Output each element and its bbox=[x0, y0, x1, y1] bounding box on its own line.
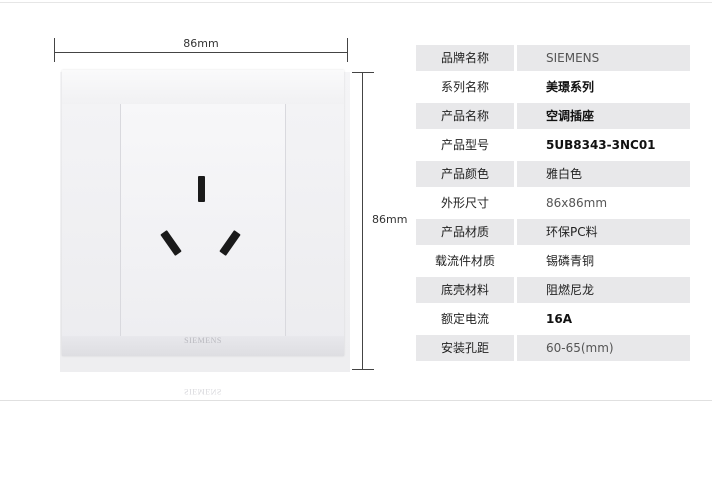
spec-row-base-material: 底壳材料 阻燃尼龙 bbox=[416, 277, 690, 306]
spec-row-rated-current: 额定电流 16A bbox=[416, 306, 690, 335]
spec-label: 安装孔距 bbox=[416, 335, 514, 361]
height-dimension-label: 86mm bbox=[372, 213, 408, 226]
width-dimension-tick-right bbox=[347, 38, 348, 62]
top-divider bbox=[0, 2, 712, 3]
height-dimension-line bbox=[362, 73, 363, 369]
width-dimension-line bbox=[55, 52, 347, 53]
spec-row-hole-spacing: 安装孔距 60-65(mm) bbox=[416, 335, 690, 364]
spec-label: 载流件材质 bbox=[434, 254, 495, 268]
spec-table: 品牌名称 SIEMENS 系列名称 美璟系列 产品名称 空调插座 产品型号 5U… bbox=[416, 45, 690, 364]
spec-label: 底壳材料 bbox=[416, 277, 514, 303]
spec-value: 阻燃尼龙 bbox=[517, 277, 690, 303]
spec-label: 外形尺寸 bbox=[440, 196, 489, 210]
socket-brand-reflection: SIEMENS bbox=[184, 387, 222, 396]
spec-label: 产品名称 bbox=[416, 103, 514, 129]
earth-pin-slot bbox=[198, 176, 205, 202]
spec-row-material: 产品材质 环保PC料 bbox=[416, 219, 690, 248]
spec-row-conductor: 载流件材质 锡磷青铜 bbox=[416, 248, 690, 277]
socket-bottom-strip bbox=[62, 336, 344, 356]
spec-value: 86x86mm bbox=[546, 196, 608, 210]
spec-value: 雅白色 bbox=[517, 161, 690, 187]
bottom-divider bbox=[0, 400, 712, 401]
spec-row-brand: 品牌名称 SIEMENS bbox=[416, 45, 690, 74]
spec-label: 品牌名称 bbox=[416, 45, 514, 71]
spec-label: 产品材质 bbox=[416, 219, 514, 245]
spec-label: 系列名称 bbox=[440, 80, 489, 94]
socket-brand-mark: SIEMENS bbox=[184, 336, 222, 345]
spec-value: 60-65(mm) bbox=[517, 335, 690, 361]
width-dimension-label: 86mm bbox=[183, 37, 219, 50]
spec-value: 16A bbox=[546, 312, 572, 326]
spec-label: 额定电流 bbox=[440, 312, 489, 326]
spec-row-model: 产品型号 5UB8343-3NC01 bbox=[416, 132, 690, 161]
socket-top-strip bbox=[62, 70, 344, 104]
spec-value: 锡磷青铜 bbox=[546, 254, 595, 268]
spec-row-color: 产品颜色 雅白色 bbox=[416, 161, 690, 190]
spec-row-product-name: 产品名称 空调插座 bbox=[416, 103, 690, 132]
height-dimension-tick-bottom bbox=[352, 369, 374, 370]
width-dimension-tick-left bbox=[54, 38, 55, 62]
spec-row-series: 系列名称 美璟系列 bbox=[416, 74, 690, 103]
spec-label: 产品型号 bbox=[440, 138, 489, 152]
spec-value: 空调插座 bbox=[517, 103, 690, 129]
spec-label: 产品颜色 bbox=[416, 161, 514, 187]
spec-value: 美璟系列 bbox=[546, 80, 595, 94]
spec-value: 环保PC料 bbox=[517, 219, 690, 245]
socket-face bbox=[120, 104, 286, 336]
spec-value: SIEMENS bbox=[517, 45, 690, 71]
spec-row-size: 外形尺寸 86x86mm bbox=[416, 190, 690, 219]
height-dimension-tick-top bbox=[352, 72, 374, 73]
spec-value: 5UB8343-3NC01 bbox=[546, 138, 656, 152]
